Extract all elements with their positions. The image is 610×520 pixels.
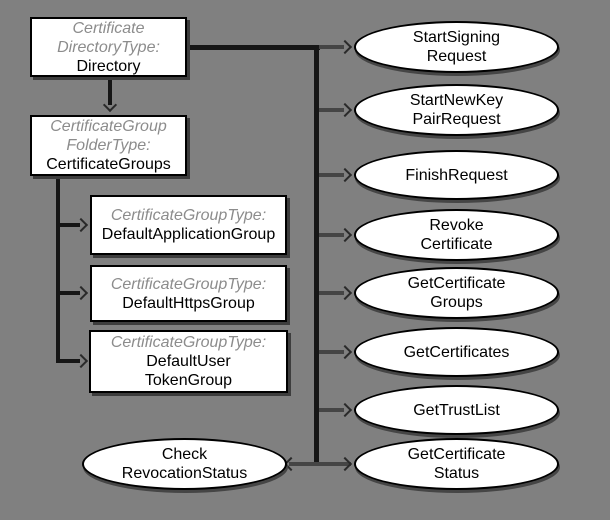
method-get-certificate-status: GetCertificate Status [354, 438, 559, 490]
method-start-signing-request: StartSigning Request [354, 21, 559, 73]
connector-branch-start-signing-request [319, 45, 344, 49]
node-certificate-groups: CertificateGroup FolderType: Certificate… [30, 115, 187, 176]
method-label: GetCertificate [407, 275, 506, 292]
method-label: StartNewKey [409, 92, 504, 109]
method-label: FinishRequest [405, 166, 508, 184]
method-get-certificate-groups: GetCertificate Groups [354, 267, 559, 319]
arrowhead-down-icon [102, 97, 118, 113]
connector-branch-get-certificate-groups [319, 291, 344, 295]
node-name-label: CertificateGroups [46, 156, 171, 173]
arrowhead-right-icon [337, 167, 353, 183]
arrowhead-right-icon [337, 227, 353, 243]
method-revoke-certificate: Revoke Certificate [354, 209, 559, 261]
method-label: GetTrustList [413, 401, 500, 419]
connector-branch-default-application-group [56, 223, 80, 227]
method-label: StartSigning [412, 29, 501, 46]
method-label: Check [161, 446, 208, 463]
arrowhead-right-icon [73, 285, 89, 301]
node-name-label: Directory [76, 57, 141, 75]
method-label: PairRequest [412, 111, 501, 128]
node-default-user-token-group: CertificateGroupType: DefaultUser TokenG… [89, 330, 288, 393]
connector-check-revocation-to-get-certificate-status [289, 462, 351, 466]
connector-directory-to-trunk [187, 45, 320, 50]
connector-branch-get-certificates [319, 350, 344, 354]
node-name-label: DefaultApplicationGroup [101, 226, 276, 243]
arrowhead-right-icon [337, 456, 353, 472]
node-default-application-group: CertificateGroupType: DefaultApplication… [90, 195, 287, 255]
connector-branch-get-trust-list [319, 408, 344, 412]
connector-branch-default-user-token-group [56, 359, 80, 363]
connector-branch-finish-request [319, 173, 344, 177]
arrowhead-right-icon [337, 102, 353, 118]
node-default-https-group: CertificateGroupType: DefaultHttpsGroup [90, 265, 287, 322]
arrowhead-right-icon [337, 344, 353, 360]
method-check-revocation-status: Check RevocationStatus [82, 438, 287, 490]
method-label: GetCertificate [407, 446, 506, 463]
connector-branch-revoke-certificate [319, 233, 344, 237]
connector-directory-to-certificate-groups [108, 77, 112, 105]
method-label: GetCertificates [403, 343, 510, 361]
method-get-certificates: GetCertificates [354, 327, 559, 377]
method-label: Revoke [429, 217, 484, 234]
arrowhead-right-icon [73, 353, 89, 369]
method-label: RevocationStatus [121, 465, 248, 482]
node-type-label: Certificate [72, 19, 145, 37]
node-type-label: FolderType: [66, 137, 151, 154]
node-type-label: CertificateGroupType: [110, 334, 267, 351]
node-type-label: DirectoryType: [57, 38, 160, 56]
arrowhead-right-icon [337, 39, 353, 55]
arrowhead-right-icon [337, 285, 353, 301]
arrowhead-right-icon [73, 217, 89, 233]
method-get-trust-list: GetTrustList [354, 385, 559, 435]
connector-certificate-groups-vertical [56, 176, 60, 363]
connector-branch-start-new-key-pair-request [319, 108, 344, 112]
connector-branch-default-https-group [56, 291, 80, 295]
connector-trunk [314, 45, 319, 466]
node-name-label: TokenGroup [144, 372, 233, 389]
method-finish-request: FinishRequest [354, 150, 559, 200]
method-label: Request [426, 48, 487, 65]
node-name-label: DefaultUser [146, 353, 231, 370]
method-label: Groups [430, 294, 483, 311]
method-label: Status [433, 465, 480, 482]
method-label: Certificate [420, 236, 493, 253]
node-type-label: CertificateGroup [50, 118, 167, 135]
node-directory: Certificate DirectoryType: Directory [30, 17, 187, 77]
method-start-new-key-pair-request: StartNewKey PairRequest [354, 84, 559, 136]
node-type-label: CertificateGroupType: [110, 275, 267, 293]
node-name-label: DefaultHttpsGroup [122, 294, 255, 312]
arrowhead-right-icon [337, 402, 353, 418]
node-type-label: CertificateGroupType: [110, 207, 267, 224]
